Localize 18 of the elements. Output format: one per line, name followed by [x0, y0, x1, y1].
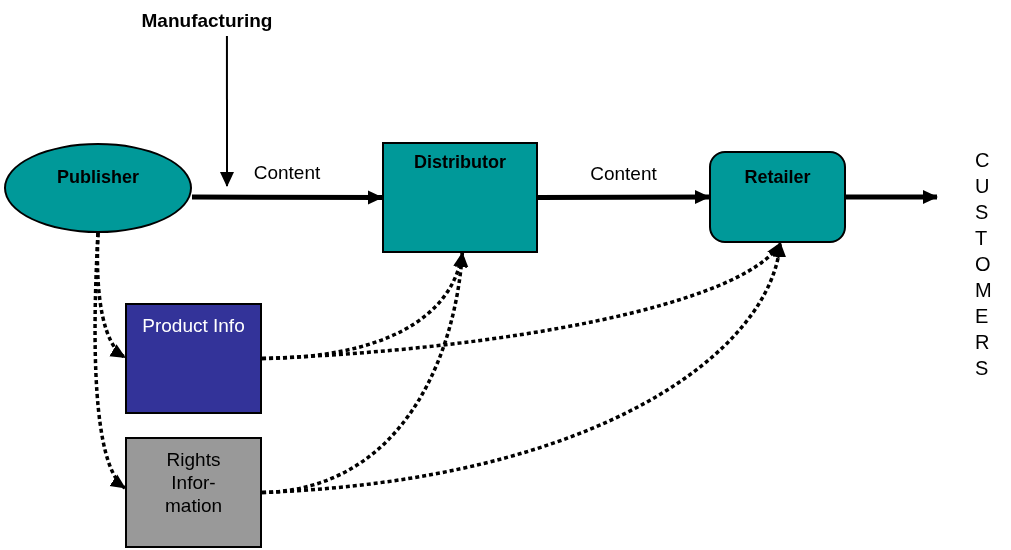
node-label: Rights Infor-mation: [164, 449, 223, 518]
arrow: [846, 190, 938, 204]
dotted-arrow: [93, 232, 127, 490]
arrow: [192, 190, 383, 205]
data-box: [125, 437, 262, 548]
node-label: Publisher: [57, 167, 139, 189]
node-label: Distributor: [414, 152, 506, 174]
vertical-label: CUSTOMERS: [975, 148, 993, 381]
data-box: [125, 303, 262, 414]
dotted-arrow: [261, 241, 782, 361]
node-label: Retailer: [744, 167, 811, 189]
heading-text: Manufacturing: [112, 6, 302, 36]
dotted-arrow: [261, 242, 785, 495]
process-box: [382, 142, 538, 253]
arrow: [220, 35, 234, 187]
process-box: [709, 151, 846, 243]
node-label: Product Info: [142, 315, 245, 338]
arrow: [538, 190, 710, 205]
